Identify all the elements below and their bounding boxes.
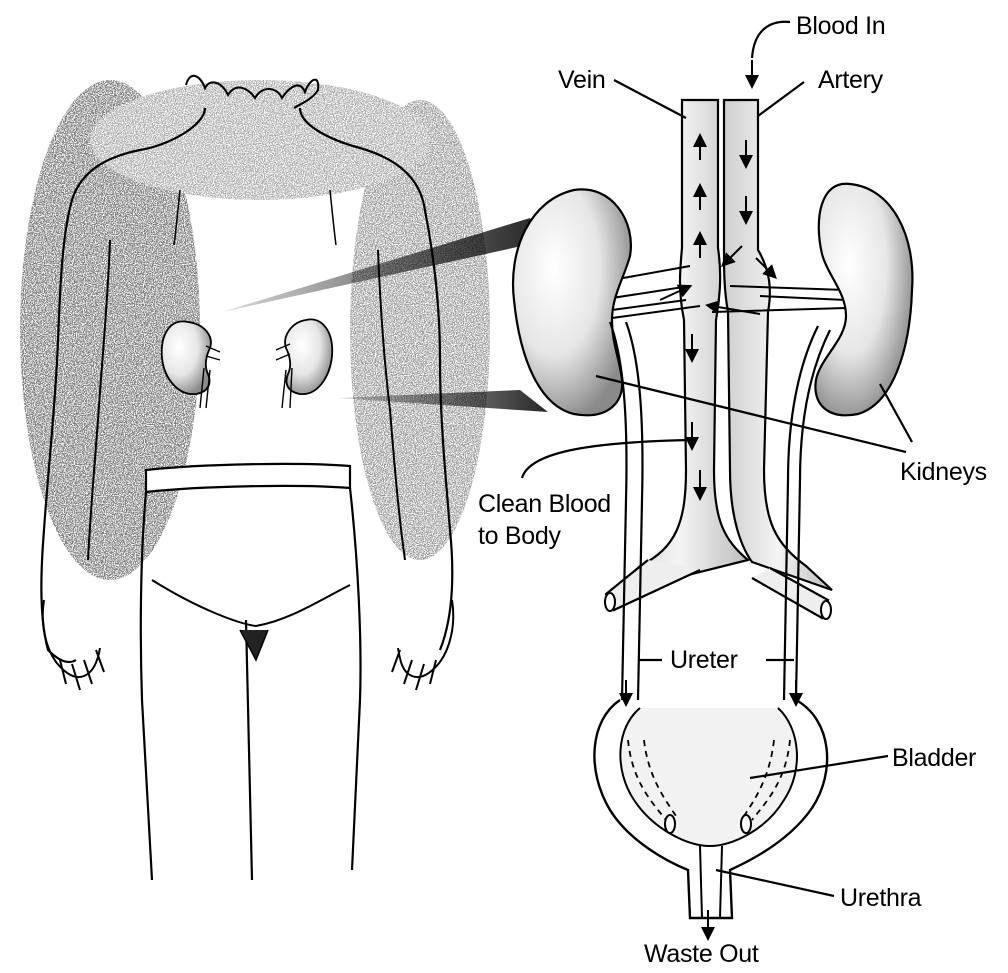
- shorts: [141, 488, 361, 880]
- leader-kidneys-right: [880, 384, 912, 442]
- iliac-right-end: [821, 601, 831, 619]
- right-hand: [392, 600, 453, 690]
- label-kidneys: Kidneys: [900, 458, 987, 486]
- iliac-left: [606, 560, 700, 610]
- label-clean-blood-line2: to Body: [478, 522, 561, 550]
- left-hand: [43, 600, 104, 690]
- leader-artery: [758, 82, 804, 116]
- kidney-left: [513, 189, 631, 415]
- iliac-left-end: [605, 593, 615, 611]
- bladder-inner: [620, 708, 797, 846]
- leader-urethra: [716, 870, 834, 896]
- label-waste-out: Waste Out: [644, 940, 759, 968]
- urethra: [700, 846, 722, 918]
- urinary-system: [513, 22, 912, 934]
- label-blood-in: Blood In: [796, 12, 885, 40]
- shorts-gap: [240, 630, 268, 660]
- label-bladder: Bladder: [892, 744, 976, 772]
- label-ureter: Ureter: [670, 646, 738, 674]
- blood-in-pointer: [752, 22, 790, 58]
- label-urethra: Urethra: [840, 884, 922, 912]
- leader-clean-blood: [522, 440, 690, 478]
- ureter-opening-left: [665, 815, 675, 833]
- ureter-opening-right: [741, 815, 751, 833]
- label-clean-blood-line1: Clean Blood: [478, 490, 611, 518]
- shorts-seat: [152, 580, 350, 626]
- label-vein: Vein: [558, 66, 605, 94]
- artery: [724, 100, 832, 590]
- label-artery: Artery: [818, 66, 884, 94]
- waistband: [146, 464, 350, 492]
- shoulder-blade-right: [330, 190, 336, 245]
- human-figure: [20, 76, 490, 880]
- leader-vein: [614, 80, 686, 118]
- back-kidney-right: [276, 319, 332, 408]
